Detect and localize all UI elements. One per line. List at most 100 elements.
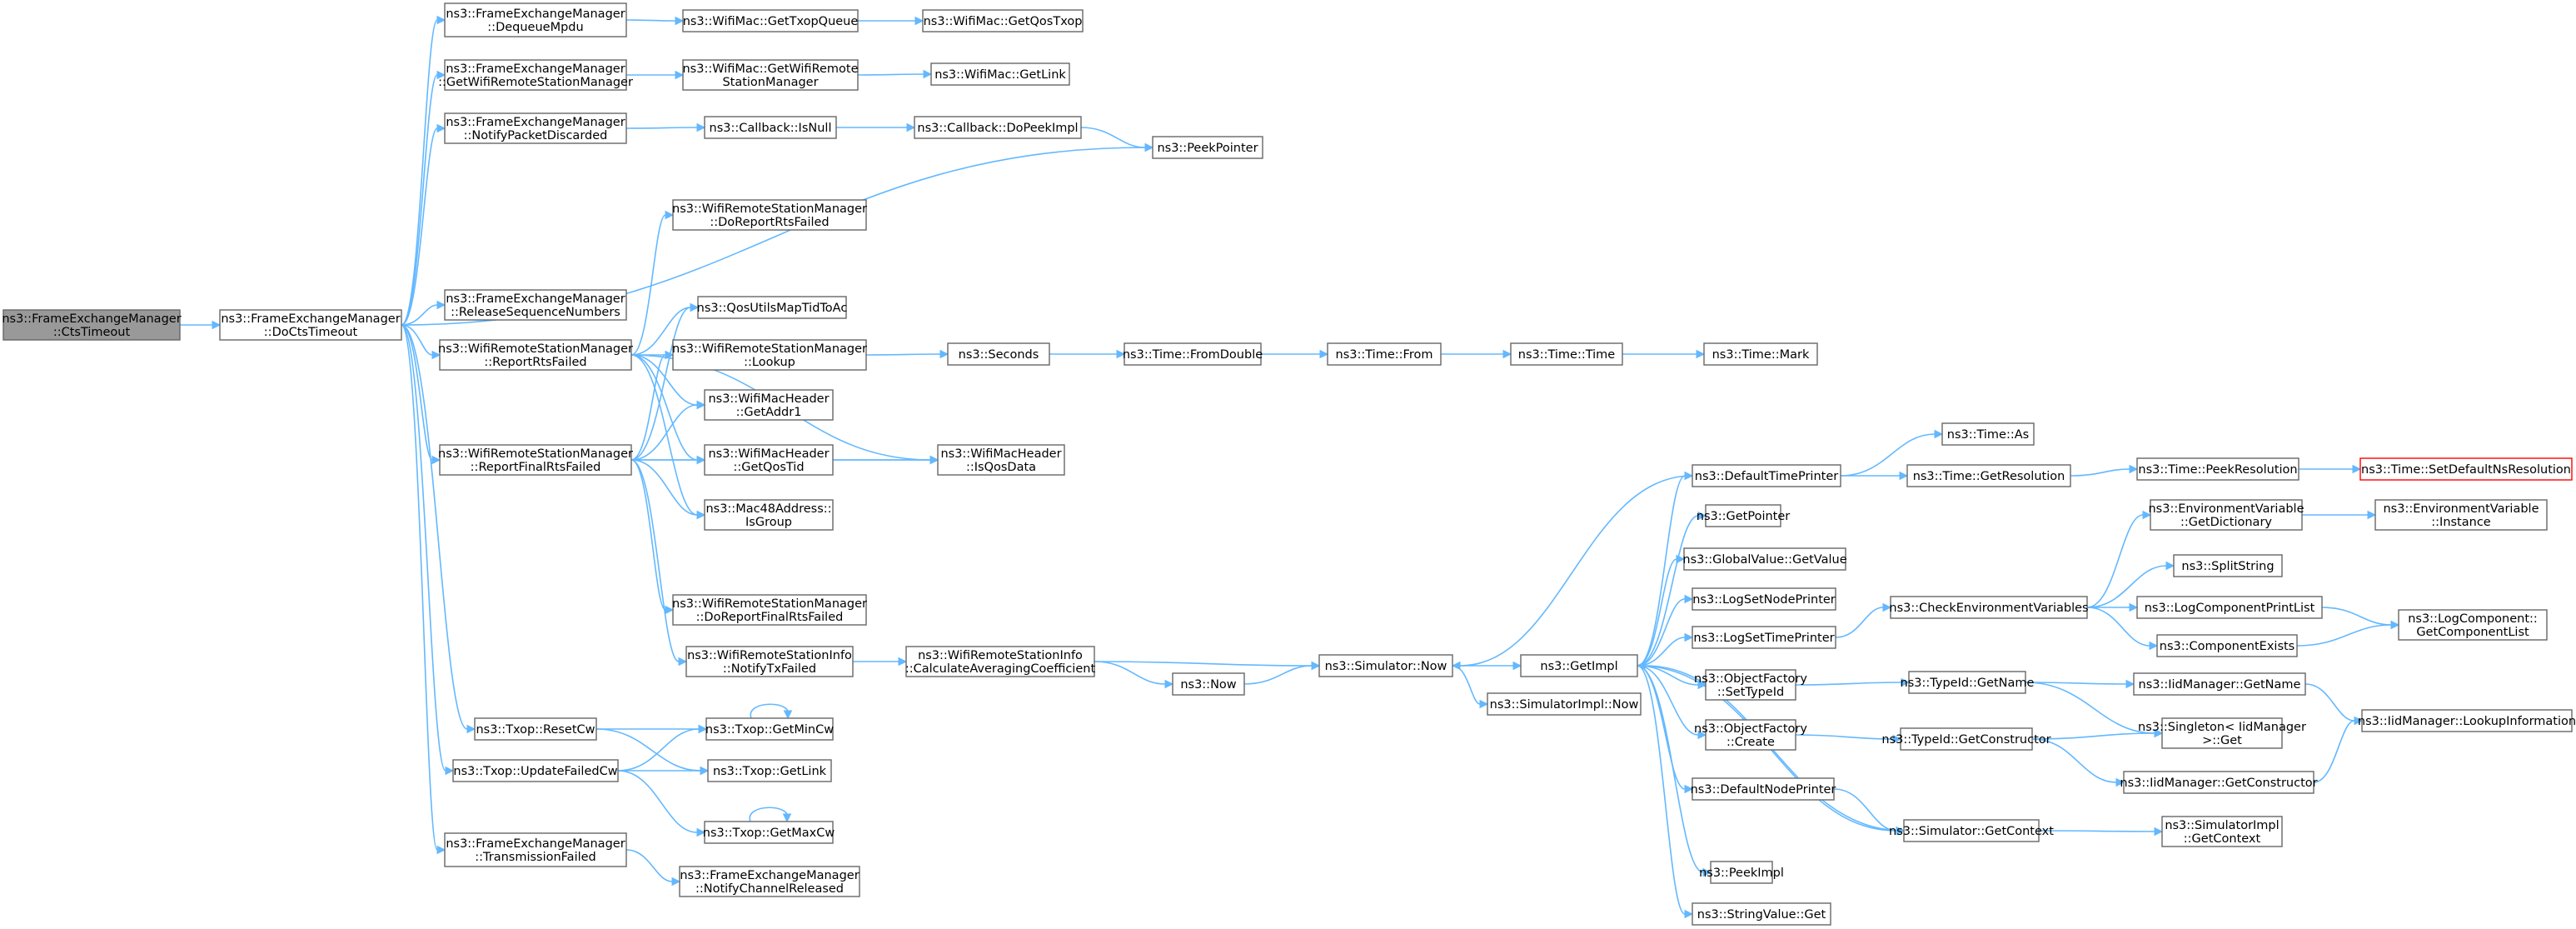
node-ns3-txop-getlink[interactable]: ns3::Txop::GetLink	[707, 759, 832, 782]
node-ns3-frameexchangemanager-dequeuempdu[interactable]: ns3::FrameExchangeManager::DequeueMpdu	[444, 2, 627, 37]
node-label: ns3::EnvironmentVariable	[2383, 502, 2539, 516]
node-ns3-wifiremotestationmanager-reportfinalrtsfailed[interactable]: ns3::WifiRemoteStationManager::ReportFin…	[438, 444, 633, 476]
node-label: ns3::Time::Mark	[1712, 348, 1810, 362]
call-edge-seconds-to-fromDouble	[1049, 349, 1126, 359]
node-ns3-environmentvariable-instance[interactable]: ns3::EnvironmentVariable::Instance	[2374, 499, 2548, 531]
node-label: ns3::WifiRemoteStationInfo	[918, 649, 1083, 662]
node-ns3-wifiremotestationmanager-reportrtsfailed[interactable]: ns3::WifiRemoteStationManager::ReportRts…	[438, 339, 633, 371]
node-label: ::ReportFinalRtsFailed	[471, 461, 601, 474]
node-ns3-time-as[interactable]: ns3::Time::As	[1941, 422, 2035, 446]
node-ns3-globalvalue-getvalue[interactable]: ns3::GlobalValue::GetValue	[1682, 547, 1847, 571]
call-edges	[180, 15, 2400, 919]
node-label: ::ReleaseSequenceNumbers	[451, 306, 620, 319]
node-ns3-callback-dopeekimpl[interactable]: ns3::Callback::DoPeekImpl	[914, 116, 1082, 139]
call-edge-calcAvg-to-now	[1094, 661, 1174, 689]
node-ns3-callback-isnull[interactable]: ns3::Callback::IsNull	[704, 116, 837, 139]
node-ns3-frameexchangemanager-notifypacketdiscarded[interactable]: ns3::FrameExchangeManager::NotifyPacketD…	[444, 112, 627, 144]
node-ns3-wifimac-getwifiremotestationmanager[interactable]: ns3::WifiMac::GetWifiRemoteStationManage…	[682, 59, 859, 91]
node-ns3-iidmanager-getconstructor[interactable]: ns3::IidManager::GetConstructor	[2120, 771, 2318, 794]
node-ns3-frameexchangemanager-notifychannelreleased[interactable]: ns3::FrameExchangeManager::NotifyChannel…	[679, 866, 860, 897]
node-label: ns3::WifiRemoteStationManager	[438, 447, 633, 461]
node-ns3-time-mark[interactable]: ns3::Time::Mark	[1703, 342, 1818, 366]
node-ns3-now[interactable]: ns3::Now	[1172, 672, 1245, 696]
node-ns3-peekpointer[interactable]: ns3::PeekPointer	[1152, 136, 1263, 159]
node-ns3-objectfactory-create[interactable]: ns3::ObjectFactory::Create	[1694, 719, 1807, 751]
node-ns3-frameexchangemanager-transmissionfailed[interactable]: ns3::FrameExchangeManager::TransmissionF…	[444, 832, 627, 867]
call-edge-getImpl-to-svGet	[1637, 665, 1694, 919]
node-ns3-defaulttimeprinter[interactable]: ns3::DefaultTimePrinter	[1692, 464, 1841, 487]
node-ns3-frameexchangemanager-releasesequencenumbers[interactable]: ns3::FrameExchangeManager::ReleaseSequen…	[444, 289, 627, 321]
node-ns3-simulatorimpl-getcontext[interactable]: ns3::SimulatorImpl::GetContext	[2161, 816, 2283, 847]
node-ns3-wifimacheader-isqosdata[interactable]: ns3::WifiMacHeader::IsQosData	[937, 444, 1065, 476]
node-ns3-wifiremotestationinfo-calculateaveragingcoefficient[interactable]: ns3::WifiRemoteStationInfo::CalculateAve…	[905, 646, 1096, 677]
node-label: ns3::Time::As	[1947, 428, 2029, 442]
node-ns3-objectfactory-settypeid[interactable]: ns3::ObjectFactory::SetTypeId	[1694, 669, 1807, 701]
node-ns3-txop-updatefailedcw[interactable]: ns3::Txop::UpdateFailedCw	[452, 759, 619, 782]
node-ns3-wifiremotestationmanager-doreportrtsfailed[interactable]: ns3::WifiRemoteStationManager::DoReportR…	[672, 199, 867, 231]
node-label: ns3::Time::PeekResolution	[2138, 463, 2297, 477]
node-ns3-time-from[interactable]: ns3::Time::From	[1327, 342, 1442, 366]
node-ns3-mac48address-isgroup[interactable]: ns3::Mac48Address::IsGroup	[704, 499, 834, 531]
node-ns3-peekimpl[interactable]: ns3::PeekImpl	[1699, 861, 1784, 884]
node-ns3-wifiremotestationmanager-lookup[interactable]: ns3::WifiRemoteStationManager::Lookup	[672, 339, 867, 371]
node-label: ns3::DefaultNodePrinter	[1691, 783, 1836, 797]
node-ns3-typeid-getconstructor[interactable]: ns3::TypeId::GetConstructor	[1881, 727, 2051, 751]
call-edge-logTime-to-checkEnv	[1835, 602, 1892, 638]
node-ns3-time-fromdouble[interactable]: ns3::Time::FromDouble	[1123, 342, 1263, 366]
node-label: ns3::GetPointer	[1697, 510, 1791, 523]
node-label: ns3::Time::FromDouble	[1123, 348, 1263, 362]
node-ns3-getpointer[interactable]: ns3::GetPointer	[1697, 504, 1791, 527]
node-ns3-wifimac-getqostxop[interactable]: ns3::WifiMac::GetQosTxop	[922, 9, 1084, 32]
node-ns3-txop-resetcw[interactable]: ns3::Txop::ResetCw	[474, 717, 597, 741]
node-ns3-stringvalue-get[interactable]: ns3::StringValue::Get	[1692, 902, 1831, 926]
node-ns3-seconds[interactable]: ns3::Seconds	[947, 342, 1050, 366]
call-edge-doCts-to-getWrsm	[401, 70, 446, 326]
call-edge-cbPeek-to-peekPtr	[1080, 127, 1154, 152]
node-ns3-singleton-iidmanager-get[interactable]: ns3::Singleton< IidManager>::Get	[2138, 717, 2306, 749]
node-ns3-logsettimeprinter[interactable]: ns3::LogSetTimePrinter	[1692, 626, 1836, 649]
node-ns3-simulatorimpl-now[interactable]: ns3::SimulatorImpl::Now	[1487, 692, 1642, 716]
node-ns3-wifimacheader-getaddr1[interactable]: ns3::WifiMacHeader::GetAddr1	[704, 389, 834, 421]
node-ns3-wifimac-getlink[interactable]: ns3::WifiMac::GetLink	[930, 62, 1070, 86]
node-label: ns3::ObjectFactory	[1694, 672, 1807, 686]
node-ns3-iidmanager-getname[interactable]: ns3::IidManager::GetName	[2133, 672, 2306, 696]
node-ns3-frameexchangemanager-ctstimeout[interactable]: ns3::FrameExchangeManager::CtsTimeout	[2, 309, 182, 341]
node-label: ns3::WifiMac::GetQosTxop	[924, 15, 1083, 28]
call-edge-doCts-to-transFail	[401, 324, 446, 855]
node-ns3-time-setdefaultnsresolution[interactable]: ns3::Time::SetDefaultNsResolution	[2359, 457, 2573, 481]
node-ns3-txop-getmincw[interactable]: ns3::Txop::GetMinCw	[705, 717, 834, 741]
node-ns3-logcomponentprintlist[interactable]: ns3::LogComponentPrintList	[2136, 596, 2323, 619]
node-ns3-simulator-getcontext[interactable]: ns3::Simulator::GetContext	[1889, 819, 2054, 842]
node-ns3-defaultnodeprinter[interactable]: ns3::DefaultNodePrinter	[1691, 777, 1836, 801]
node-ns3-checkenvironmentvariables[interactable]: ns3::CheckEnvironmentVariables	[1889, 596, 2089, 619]
node-ns3-splitstring[interactable]: ns3::SplitString	[2173, 554, 2283, 577]
node-ns3-wifimacheader-getqostid[interactable]: ns3::WifiMacHeader::GetQosTid	[704, 444, 834, 476]
node-ns3-logcomponent-getcomponentlist[interactable]: ns3::LogComponent::GetComponentList	[2398, 609, 2548, 641]
node-ns3-frameexchangemanager-getwifiremotestationmanager[interactable]: ns3::FrameExchangeManager::GetWifiRemote…	[438, 59, 633, 91]
node-label: ns3::WifiRemoteStationManager	[672, 342, 867, 356]
node-ns3-frameexchangemanager-doctstimeout[interactable]: ns3::FrameExchangeManager::DoCtsTimeout	[219, 309, 402, 341]
node-label: ns3::IidManager::GetName	[2139, 678, 2301, 692]
node-ns3-typeid-getname[interactable]: ns3::TypeId::GetName	[1901, 671, 2035, 694]
call-edge-defTimePr-to-timeAs	[1840, 429, 1944, 477]
call-edge-tidGetCons-to-singleton	[2031, 728, 2164, 740]
node-label: ::GetWifiRemoteStationManager	[438, 76, 633, 89]
node-ns3-time-peekresolution[interactable]: ns3::Time::PeekResolution	[2136, 457, 2299, 481]
node-label: ns3::PeekImpl	[1699, 867, 1784, 880]
node-ns3-qosutilsmaptidtoac[interactable]: ns3::QosUtilsMapTidToAc	[697, 296, 848, 319]
node-ns3-environmentvariable-getdictionary[interactable]: ns3::EnvironmentVariable::GetDictionary	[2148, 499, 2304, 531]
node-ns3-txop-getmaxcw[interactable]: ns3::Txop::GetMaxCw	[703, 821, 835, 844]
node-ns3-componentexists[interactable]: ns3::ComponentExists	[2156, 634, 2298, 657]
node-ns3-wifimac-gettxopqueue[interactable]: ns3::WifiMac::GetTxopQueue	[682, 9, 859, 32]
node-ns3-simulator-now[interactable]: ns3::Simulator::Now	[1318, 654, 1453, 677]
node-ns3-time-getresolution[interactable]: ns3::Time::GetResolution	[1906, 464, 2071, 487]
node-ns3-logsetnodeprinter[interactable]: ns3::LogSetNodePrinter	[1692, 587, 1836, 611]
node-label: ns3::WifiMac::GetTxopQueue	[683, 15, 859, 28]
node-ns3-getimpl[interactable]: ns3::GetImpl	[1520, 654, 1638, 677]
node-ns3-time-time[interactable]: ns3::Time::Time	[1510, 342, 1623, 366]
node-ns3-wifiremotestationinfo-notifytxfailed[interactable]: ns3::WifiRemoteStationInfo::NotifyTxFail…	[685, 646, 854, 677]
node-label: ns3::GlobalValue::GetValue	[1682, 553, 1846, 567]
node-ns3-iidmanager-lookupinformation[interactable]: ns3::IidManager::LookupInformation	[2358, 709, 2576, 732]
node-ns3-wifiremotestationmanager-doreportfinalrtsfailed[interactable]: ns3::WifiRemoteStationManager::DoReportF…	[672, 594, 867, 626]
